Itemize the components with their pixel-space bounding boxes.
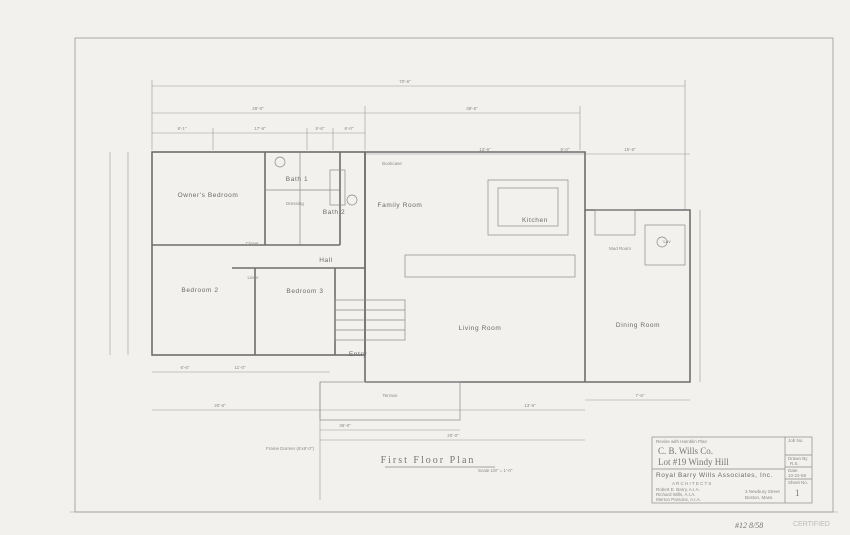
- room-family: Family Room: [378, 202, 423, 209]
- room-bath2: Bath 2: [323, 209, 345, 216]
- partner-1: Robert E. Barry, A.I.A.: [656, 487, 700, 492]
- dim-5: 13'-6": [479, 147, 491, 152]
- certified-stamp: CERTIFIED: [793, 521, 830, 528]
- dim-13: 20'-0": [447, 433, 459, 438]
- dim-8: 20'-6": [214, 403, 226, 408]
- dim-14: 36'-0": [339, 423, 351, 428]
- dim-12: 7'-6": [636, 393, 645, 398]
- title-firm: Royal Barry Wills Associates, Inc.: [656, 472, 773, 479]
- handwritten-number: #12 8/58: [735, 521, 763, 530]
- room-bath1: Bath 1: [286, 176, 308, 183]
- room-mud: Mud Room: [609, 246, 631, 251]
- room-closet: Closet: [246, 241, 260, 246]
- dim-right-wing: 38'-6": [466, 106, 478, 111]
- dim-10: 11'-0": [234, 365, 246, 370]
- date-label: Date: [788, 468, 798, 473]
- title-firm-sub: A R C H I T E C T S: [672, 481, 711, 486]
- title-client: C. B. Wills Co.: [658, 446, 713, 456]
- room-kitchen: Kitchen: [522, 217, 548, 224]
- plan-scale: Scale 1/8" = 1'-0": [478, 468, 513, 473]
- dim-11: 13'-6": [524, 403, 536, 408]
- room-lav: Lav: [663, 239, 671, 244]
- dimension-lines: [109, 80, 701, 500]
- room-owners-bedroom: Owner's Bedroom: [178, 192, 239, 199]
- dim-left-wing: 28'-0": [252, 106, 264, 111]
- title-subtitle: Revise with Hamblin Plan: [656, 439, 708, 444]
- title-block: [651, 436, 813, 504]
- dim-overall: 70'-6": [399, 79, 411, 84]
- room-entry: Entry: [349, 351, 367, 358]
- dim-6: 6'-0": [561, 147, 570, 152]
- room-bedroom2: Bedroom 2: [181, 287, 218, 294]
- drawn-label: Drawn By: [788, 456, 808, 461]
- plan-title: First Floor Plan: [381, 455, 476, 466]
- job-no-label: Job No.: [788, 438, 804, 443]
- terrace-label: Terrace: [382, 393, 398, 398]
- frame-dormer-note: Frame Dormer (6'x8'-0"): [266, 446, 315, 451]
- partner-2: Richard Wills, A.I.A.: [656, 492, 696, 497]
- room-linen: Linen: [247, 275, 259, 280]
- bookcase-label: Bookcase: [382, 161, 402, 166]
- drawn-value: R.S.: [790, 461, 799, 466]
- room-bedroom3: Bedroom 3: [286, 288, 323, 295]
- address-2: Boston, Mass.: [745, 495, 774, 500]
- walls: [151, 151, 691, 421]
- dim-7: 15'-6": [624, 147, 636, 152]
- room-dining: Dining Room: [616, 322, 660, 329]
- room-dressing: Dressing: [286, 201, 304, 206]
- room-living: Living Room: [459, 325, 502, 332]
- partner-3: Merton Parsons, A.I.A.: [656, 497, 701, 502]
- dim-1: 8'-1": [178, 126, 187, 131]
- address-1: 3 Newbury Street: [745, 489, 781, 494]
- dim-2: 17'-6": [254, 126, 266, 131]
- dim-4: 6'-0": [345, 126, 354, 131]
- dim-3: 5'-6": [316, 126, 325, 131]
- sheet-value: 1: [795, 488, 800, 498]
- room-hall: Hall: [319, 257, 333, 264]
- title-lot: Lot #19 Windy Hill: [658, 457, 729, 467]
- drawing-border: [74, 37, 834, 513]
- sheet-label: Sheet No.: [788, 480, 808, 485]
- date-value: 10-22-58: [788, 473, 807, 478]
- dim-9: 6'-6": [181, 365, 190, 370]
